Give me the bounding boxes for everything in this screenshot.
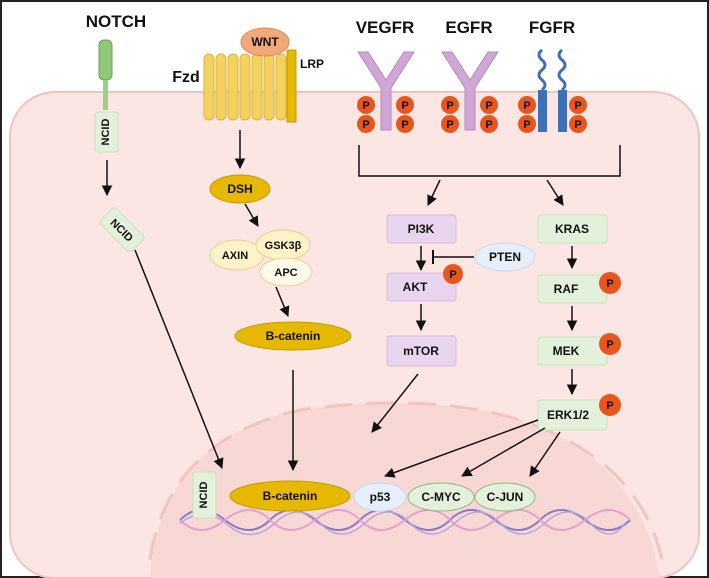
erk-label: ERK1/2 xyxy=(547,408,589,422)
vegfr-receptor xyxy=(357,51,415,131)
phospho-label: P xyxy=(446,119,453,131)
fzd-label: Fzd xyxy=(172,69,200,86)
apc-label: APC xyxy=(274,267,297,279)
phospho-label: P xyxy=(401,119,408,131)
phospho-label: P xyxy=(485,119,492,131)
pten-label: PTEN xyxy=(489,250,521,264)
erk-to-cjun-arrow xyxy=(529,431,561,477)
egfr-phospho-group: P P P P xyxy=(441,96,498,133)
pi3k-label: PI3K xyxy=(408,222,435,236)
phospho-label: P xyxy=(574,100,581,112)
phospho-label: P xyxy=(523,119,530,131)
phospho-label: P xyxy=(606,400,613,412)
kras-label: KRAS xyxy=(555,222,589,236)
pten-node xyxy=(474,242,536,272)
phospho-label: P xyxy=(362,100,369,112)
mtor-to-nucleus-arrow xyxy=(371,373,419,433)
p53-label: p53 xyxy=(370,490,391,504)
wnt-arrow-2 xyxy=(244,203,259,227)
rtk-bracket xyxy=(358,145,621,177)
dna-strands xyxy=(179,509,631,536)
phospho-label: P xyxy=(362,119,369,131)
vegfr-phospho-group: P P P P xyxy=(357,96,414,133)
axin-label: AXIN xyxy=(222,250,248,262)
erk-to-p53-arrow xyxy=(384,419,539,478)
ncid-nucleus-box xyxy=(192,471,217,519)
akt-label: AKT xyxy=(403,280,428,294)
wnt-ligand xyxy=(240,27,290,57)
phospho-label: P xyxy=(446,100,453,112)
ncid-membrane-label: NCID xyxy=(100,119,112,146)
mek-phospho xyxy=(599,333,621,355)
mtor-label: mTOR xyxy=(403,344,439,358)
rtk-to-kras-arrow xyxy=(546,179,564,206)
fgfr-phospho-group: P P P P xyxy=(518,96,587,133)
cmyc-node xyxy=(407,482,475,512)
notch-label: NOTCH xyxy=(86,12,146,31)
notch-arrow-2 xyxy=(134,249,224,469)
wnt-label: WNT xyxy=(251,35,279,49)
bcatenin-cytoplasm-node xyxy=(234,321,352,351)
phospho-label: P xyxy=(606,339,613,351)
phospho-label: P xyxy=(485,100,492,112)
pi3k-box xyxy=(386,214,457,244)
akt-phospho xyxy=(443,264,463,284)
phospho-label: P xyxy=(401,100,408,112)
ncid-membrane-box xyxy=(94,111,119,153)
dsh-node xyxy=(209,174,271,204)
mtor-box xyxy=(386,335,457,367)
bcatenin-cytoplasm-label: B-catenin xyxy=(266,329,321,343)
phospho-label: P xyxy=(574,119,581,131)
lrp-receptor xyxy=(286,49,297,123)
apc-node xyxy=(259,257,313,287)
fgfr-label: FGFR xyxy=(529,18,575,37)
egfr-receptor xyxy=(441,51,499,131)
mek-label: MEK xyxy=(553,344,580,358)
rtk-to-pi3k-arrow xyxy=(427,179,441,206)
cjun-label: C-JUN xyxy=(487,490,524,504)
fgfr-receptor xyxy=(537,48,567,132)
gsk3b-label: GSK3β xyxy=(265,240,302,252)
bcatenin-nucleus-node xyxy=(229,480,351,512)
vegfr-label: VEGFR xyxy=(356,18,415,37)
erk-to-cmyc-arrow xyxy=(461,427,546,477)
wnt-arrow-3 xyxy=(275,286,290,317)
kras-box xyxy=(537,214,608,244)
phospho-label: P xyxy=(606,278,613,290)
erk-phospho xyxy=(599,394,621,416)
phospho-label: P xyxy=(449,269,456,281)
bcatenin-nucleus-label: B-catenin xyxy=(263,489,318,503)
egfr-label: EGFR xyxy=(445,18,492,37)
notch-receptor xyxy=(98,39,113,110)
raf-phospho xyxy=(599,272,621,294)
lrp-label: LRP xyxy=(300,57,324,71)
cjun-node xyxy=(474,482,536,512)
nucleus xyxy=(150,402,660,578)
p53-node xyxy=(353,482,407,512)
ncid-nucleus-label: NCID xyxy=(198,482,210,509)
nuclear-envelope xyxy=(148,401,664,561)
raf-label: RAF xyxy=(554,282,579,296)
akt-box xyxy=(386,272,457,302)
fzd-receptor xyxy=(203,53,287,121)
phospho-label: P xyxy=(523,100,530,112)
cmyc-label: C-MYC xyxy=(421,490,461,504)
dsh-label: DSH xyxy=(227,182,252,196)
